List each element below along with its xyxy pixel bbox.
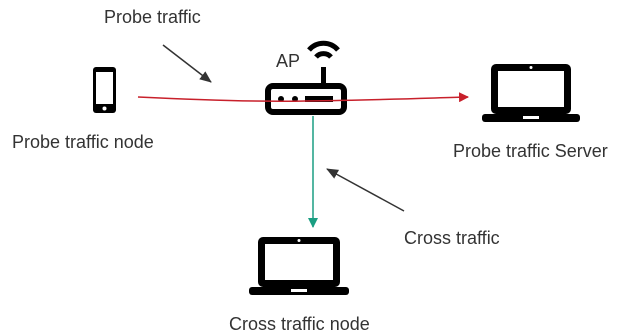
- laptop-icon: [482, 64, 580, 122]
- wifi-router-icon: [265, 40, 347, 115]
- probe-traffic-label: Probe traffic: [104, 7, 201, 27]
- smartphone-icon: [93, 67, 116, 113]
- ap-label: AP: [276, 51, 301, 71]
- probe-traffic-pointer: [162, 44, 212, 83]
- probe-traffic-server-label: Probe traffic Server: [453, 141, 608, 161]
- cross-traffic-pointer: [326, 168, 405, 212]
- laptop-icon: [249, 237, 349, 295]
- probe-traffic-node-label: Probe traffic node: [12, 132, 154, 152]
- cross-traffic-node-label: Cross traffic node: [229, 314, 370, 334]
- cross-traffic-label: Cross traffic: [404, 228, 500, 248]
- probe-traffic-flow: [137, 92, 469, 103]
